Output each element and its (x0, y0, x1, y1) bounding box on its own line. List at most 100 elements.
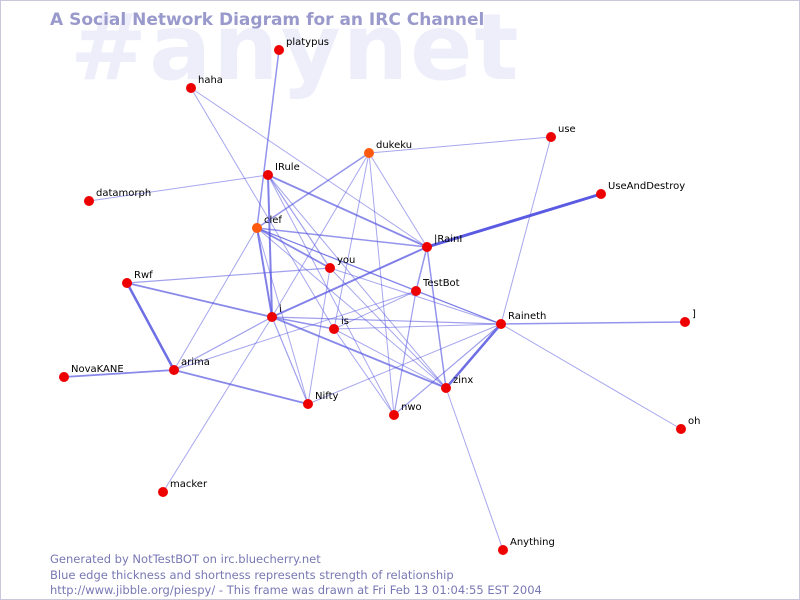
edge-is-Raineth (333, 323, 502, 330)
node-label-Nifty: Nifty (315, 391, 339, 402)
edge-i-is (271, 316, 335, 330)
node-label-TestBot: TestBot (422, 278, 460, 289)
edge-dukeku-is (333, 152, 370, 330)
footer-source-timestamp: http://www.jibble.org/piespy/ - This fra… (50, 583, 542, 597)
edge-dukeku-IRainI (368, 152, 428, 248)
edge-arima-i (173, 316, 273, 371)
edge-dukeku-use (368, 136, 552, 154)
node-label-NovaKANE: NovaKANE (71, 364, 124, 375)
edge-arima-Nifty (173, 369, 309, 405)
node-label-IRule: IRule (275, 162, 300, 173)
node-label-Rwf: Rwf (134, 270, 153, 281)
node-nwo: nwo (389, 402, 422, 420)
node-oh: oh (676, 416, 700, 434)
edge-Raineth-Nifty (307, 323, 502, 405)
node-label-is: is (341, 316, 349, 327)
node-dot-platypus (274, 45, 284, 55)
edge-IRule-nwo (267, 174, 395, 416)
node-dot-is (329, 324, 339, 334)
edge-arima-TestBot (173, 290, 417, 371)
edge-Rwf-you (126, 267, 331, 284)
node-dot-Nifty (303, 399, 313, 409)
node-clef: clef (252, 215, 282, 233)
edge-IRainI-zinx (426, 246, 447, 389)
edge-IRule-IRainI (267, 174, 428, 248)
edge-i-zinx (271, 316, 447, 389)
node-i: i (267, 304, 282, 322)
node-dot-IRule (263, 170, 273, 180)
node-label-i: i (279, 304, 282, 315)
node-arima: arima (169, 357, 210, 375)
node-label-clef: clef (264, 215, 282, 226)
edge-clef-you (256, 227, 331, 269)
edge-dukeku-i (271, 152, 370, 318)
edge-haha-is (190, 87, 335, 330)
node-label-dukeku: dukeku (376, 140, 412, 151)
node-dot-Raineth (496, 319, 506, 329)
edges-layer (63, 49, 686, 551)
edge-i-IRule (267, 174, 273, 318)
edge-clef-arima (173, 227, 258, 371)
edge-you-Raineth (329, 267, 502, 325)
node-dot-i (267, 312, 277, 322)
node-zinx: zinx (441, 375, 473, 393)
node-label-UseAndDestroy: UseAndDestroy (608, 181, 685, 192)
node-dot-zinx (441, 383, 451, 393)
edge-Rwf-arima (125, 281, 176, 372)
edge-zinx-Raineth (444, 322, 503, 390)
node-label-oh: oh (688, 416, 700, 427)
edge-i-Rwf (126, 282, 273, 318)
node-dot-oh (676, 424, 686, 434)
node-dot-Rwf (122, 278, 132, 288)
edge-clef-IRainI (256, 227, 428, 248)
edge-i-macker (162, 316, 273, 493)
node-label-platypus: platypus (286, 37, 329, 48)
node-macker: macker (158, 479, 208, 497)
node-label-arima: arima (181, 357, 210, 368)
node-is: is (329, 316, 349, 334)
node-Anything: Anything (498, 537, 555, 555)
footer-legend-note: Blue edge thickness and shortness repres… (50, 567, 454, 582)
edge-platypus-clef (256, 49, 280, 229)
node-dot-Anything (498, 545, 508, 555)
node-datamorph: datamorph (84, 188, 151, 206)
node-dot-you (325, 263, 335, 273)
edge-IRule-zinx (267, 174, 447, 389)
node-label-you: you (337, 255, 355, 266)
node-UseAndDestroy: UseAndDestroy (596, 181, 685, 199)
node-dot-nwo (389, 410, 399, 420)
edge-i-Raineth (271, 316, 502, 325)
edge-i-IRainI (271, 246, 428, 318)
edge-dukeku-clef (256, 152, 370, 229)
edge-clef-TestBot (256, 227, 417, 292)
footer-generated-by: Generated by NotTestBOT on irc.bluecherr… (50, 552, 321, 566)
edge-clef-zinx (256, 227, 447, 389)
node-haha: haha (186, 75, 223, 93)
node-dot-IRainI (422, 242, 432, 252)
node-dot-dukeku (364, 148, 374, 158)
diagram-title: A Social Network Diagram for an IRC Chan… (50, 10, 485, 30)
node-dot-haha (186, 83, 196, 93)
node-dukeku: dukeku (364, 140, 412, 158)
node-dot-use (546, 132, 556, 142)
edge-you-Nifty (307, 267, 331, 405)
edge-you-zinx (329, 267, 447, 389)
node-Raineth: Raineth (496, 311, 546, 329)
node-label-haha: haha (198, 75, 223, 86)
footer: Generated by NotTestBOT on irc.bluecherr… (50, 552, 542, 599)
edge-Raineth-bracket (500, 321, 686, 325)
node-label-macker: macker (170, 479, 208, 490)
edge-Raineth-oh (500, 323, 682, 430)
node-label-nwo: nwo (401, 402, 422, 413)
node-TestBot: TestBot (411, 278, 460, 296)
node-you: you (325, 255, 355, 273)
node-IRule: IRule (263, 162, 300, 180)
edge-IRainI-TestBot (415, 246, 428, 292)
edge-zinx-Anything (445, 387, 504, 551)
node-label-bracket: ] (692, 309, 696, 320)
nodes-layer: platypushahadukekuuseIRuleUseAndDestroyd… (59, 37, 700, 555)
edge-TestBot-Raineth (415, 290, 502, 325)
edge-NovaKANE-arima (63, 369, 175, 378)
